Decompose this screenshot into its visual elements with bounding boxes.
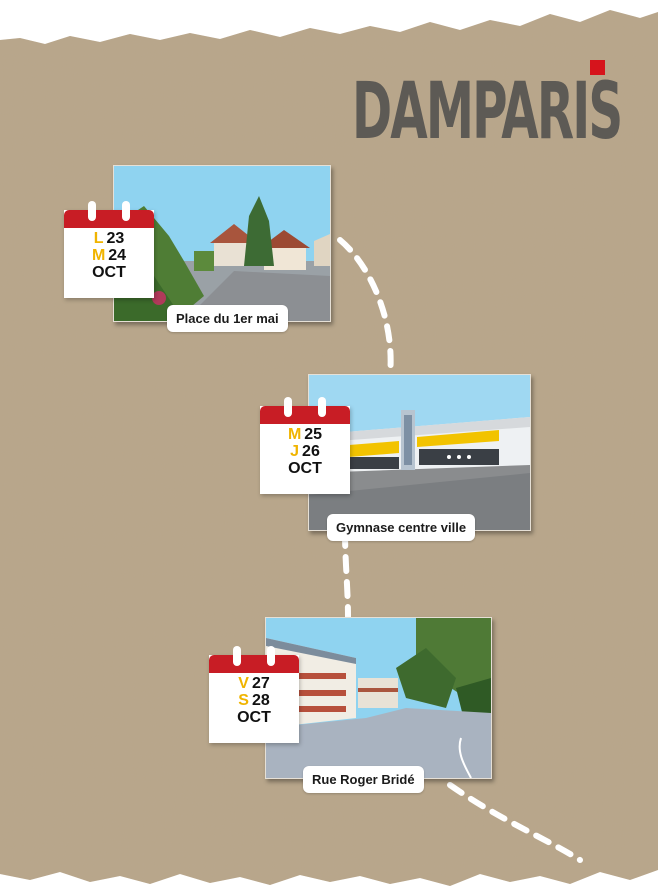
day-letter: L [93,230,104,247]
calendar-header [64,210,154,228]
day-letter: M [287,426,302,443]
calendar-ring-icon [233,646,241,666]
day-number: 23 [106,230,125,247]
day-number: 24 [108,247,127,264]
calendar-ring-icon [267,646,275,666]
brand-logo: DAMPARIS [352,67,623,157]
calendar-ring-icon [284,397,292,417]
day-number: 27 [251,675,270,692]
month-label: OCT [237,709,271,726]
calendar-header [209,655,299,673]
brand-accent-dot [590,60,605,75]
calendar-header [260,406,350,424]
event-location-label: Gymnase centre ville [327,514,476,541]
calendar-ring-icon [318,397,326,417]
month-label: OCT [288,460,322,477]
event-location-label: Place du 1er mai [167,305,288,332]
day-letter: J [290,443,300,460]
event-photo-rue-roger-bride [265,617,492,779]
day-letter: V [238,675,249,692]
month-label: OCT [92,264,126,281]
day-letter: S [238,692,249,709]
day-number: 26 [302,443,320,460]
day-number: 25 [304,426,323,443]
calendar-ring-icon [122,201,130,221]
day-letter: M [91,247,106,264]
event-location-label: Rue Roger Bridé [303,766,424,793]
calendar-ring-icon [88,201,96,221]
day-number: 28 [251,692,270,709]
